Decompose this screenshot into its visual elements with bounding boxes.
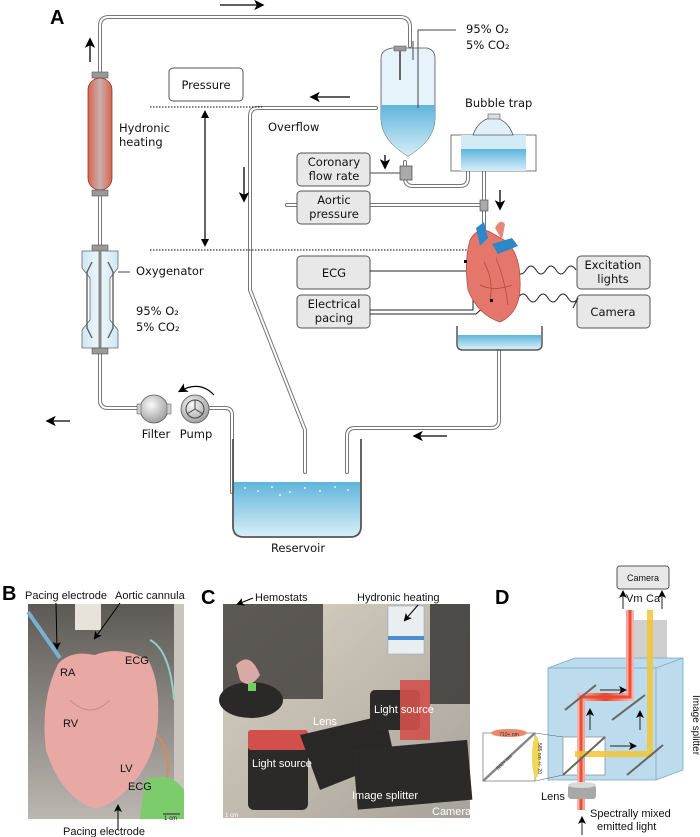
- d-camera-label: Camera: [627, 573, 659, 583]
- electrical-pacing-label-2: pacing: [315, 311, 353, 325]
- c-lens-label: Lens: [313, 716, 337, 728]
- c-image-splitter-label: Image splitter: [352, 790, 418, 802]
- excitation-lights-label-2: lights: [597, 272, 628, 286]
- b-rv-label: RV: [63, 718, 79, 730]
- c-hemostats-label: Hemostats: [255, 592, 308, 604]
- photo-optical-setup: [219, 604, 473, 818]
- d-lens-label: Lens: [541, 791, 565, 803]
- c-light-source-bottom-label: Light source: [252, 758, 312, 770]
- c-arrow-hydronic: [403, 604, 419, 622]
- pressure-label: Pressure: [181, 78, 230, 92]
- pump-label: Pump: [180, 427, 213, 441]
- d-camera-box: [616, 565, 670, 590]
- chamber-gas-label-2: 5% CO₂: [466, 38, 510, 52]
- reservoir: [232, 439, 362, 538]
- b-arrow-cannula: [93, 602, 121, 640]
- d-filter-710-label: 710+ nm: [499, 732, 519, 738]
- coronary-flow-box: [296, 152, 371, 187]
- bubble-trap: [450, 113, 537, 172]
- ecg-label: ECG: [322, 266, 346, 280]
- coronary-flow-label-2: flow rate: [309, 169, 360, 183]
- camera-box: [576, 294, 651, 329]
- c-arrow-hemostats: [236, 597, 254, 606]
- panel-d-letter: D: [495, 587, 509, 609]
- heart-illustration: [464, 221, 521, 323]
- camera-label: Camera: [590, 305, 635, 319]
- hydronic-heating-label-1: Hydronic: [119, 121, 170, 135]
- oxygenation-chamber: [364, 29, 456, 181]
- b-arrow-pacing-top: [52, 602, 61, 650]
- oxygenator-gas-label-2: 5% CO₂: [136, 320, 180, 334]
- c-hydronic-heating-label: Hydronic heating: [357, 592, 440, 604]
- c-camera-label: Camera: [432, 806, 472, 818]
- panel-c-letter: C: [201, 587, 215, 609]
- b-ecg-top-label: ECG: [125, 655, 149, 667]
- hydronic-heating-label-2: heating: [119, 135, 163, 149]
- aortic-pressure-label-1: Aortic: [317, 193, 350, 207]
- b-lv-label: LV: [120, 763, 133, 775]
- excitation-lights-label-1: Excitation: [585, 258, 642, 272]
- panel-b-letter: B: [2, 583, 16, 605]
- b-scale-label: 1 cm: [164, 816, 177, 822]
- d-emitted-label-1: Spectrally mixed: [590, 808, 671, 820]
- b-aortic-cannula-label: Aortic cannula: [115, 590, 186, 602]
- b-pacing-electrode-top-label: Pacing electrode: [25, 590, 107, 602]
- pressure-box: [168, 67, 244, 102]
- filter: [136, 394, 172, 424]
- b-pacing-electrode-bottom-label: Pacing electrode: [63, 826, 145, 837]
- flow-arrows: [45, 0, 506, 442]
- ecg-box: [296, 255, 371, 290]
- electrical-pacing-box: [296, 294, 371, 329]
- overflow-label: Overflow: [268, 120, 319, 134]
- d-emitted-label-2: emitted light: [597, 821, 656, 833]
- coronary-flow-label-1: Coronary: [308, 155, 361, 169]
- oxygenator: [81, 244, 130, 355]
- aortic-pressure-label-2: pressure: [309, 207, 359, 221]
- filter-label: Filter: [142, 427, 171, 441]
- c-scale-label: 1 cm: [225, 813, 238, 819]
- effluent-basin: [456, 326, 543, 351]
- aortic-pressure-box: [296, 190, 371, 225]
- c-light-source-top-label: Light source: [374, 704, 434, 716]
- pump: [177, 383, 215, 424]
- excitation-lights-box: [576, 255, 651, 290]
- panel-a-letter: A: [50, 7, 64, 29]
- pressure-height-indicator: [150, 106, 470, 251]
- b-ra-label: RA: [60, 667, 76, 679]
- d-ca-label: Ca: [646, 593, 661, 605]
- hydronic-heater: [87, 71, 113, 197]
- d-vm-label: Vm: [626, 593, 643, 605]
- oxygenator-label: Oxygenator: [136, 264, 204, 278]
- chamber-gas-label-1: 95% O₂: [466, 22, 509, 36]
- bubble-trap-label: Bubble trap: [465, 96, 532, 110]
- photo-isolated-heart: [26, 604, 184, 819]
- image-splitter-diagram: [482, 610, 684, 810]
- d-filter-585-label: 585 nm +/- 20: [536, 743, 542, 774]
- b-ecg-bottom-label: ECG: [128, 781, 152, 793]
- reservoir-label: Reservoir: [271, 541, 325, 555]
- oxygenator-gas-label-1: 95% O₂: [136, 304, 179, 318]
- electrical-pacing-label-1: Electrical: [308, 297, 361, 311]
- d-image-splitter-label: Image splitter: [690, 695, 700, 756]
